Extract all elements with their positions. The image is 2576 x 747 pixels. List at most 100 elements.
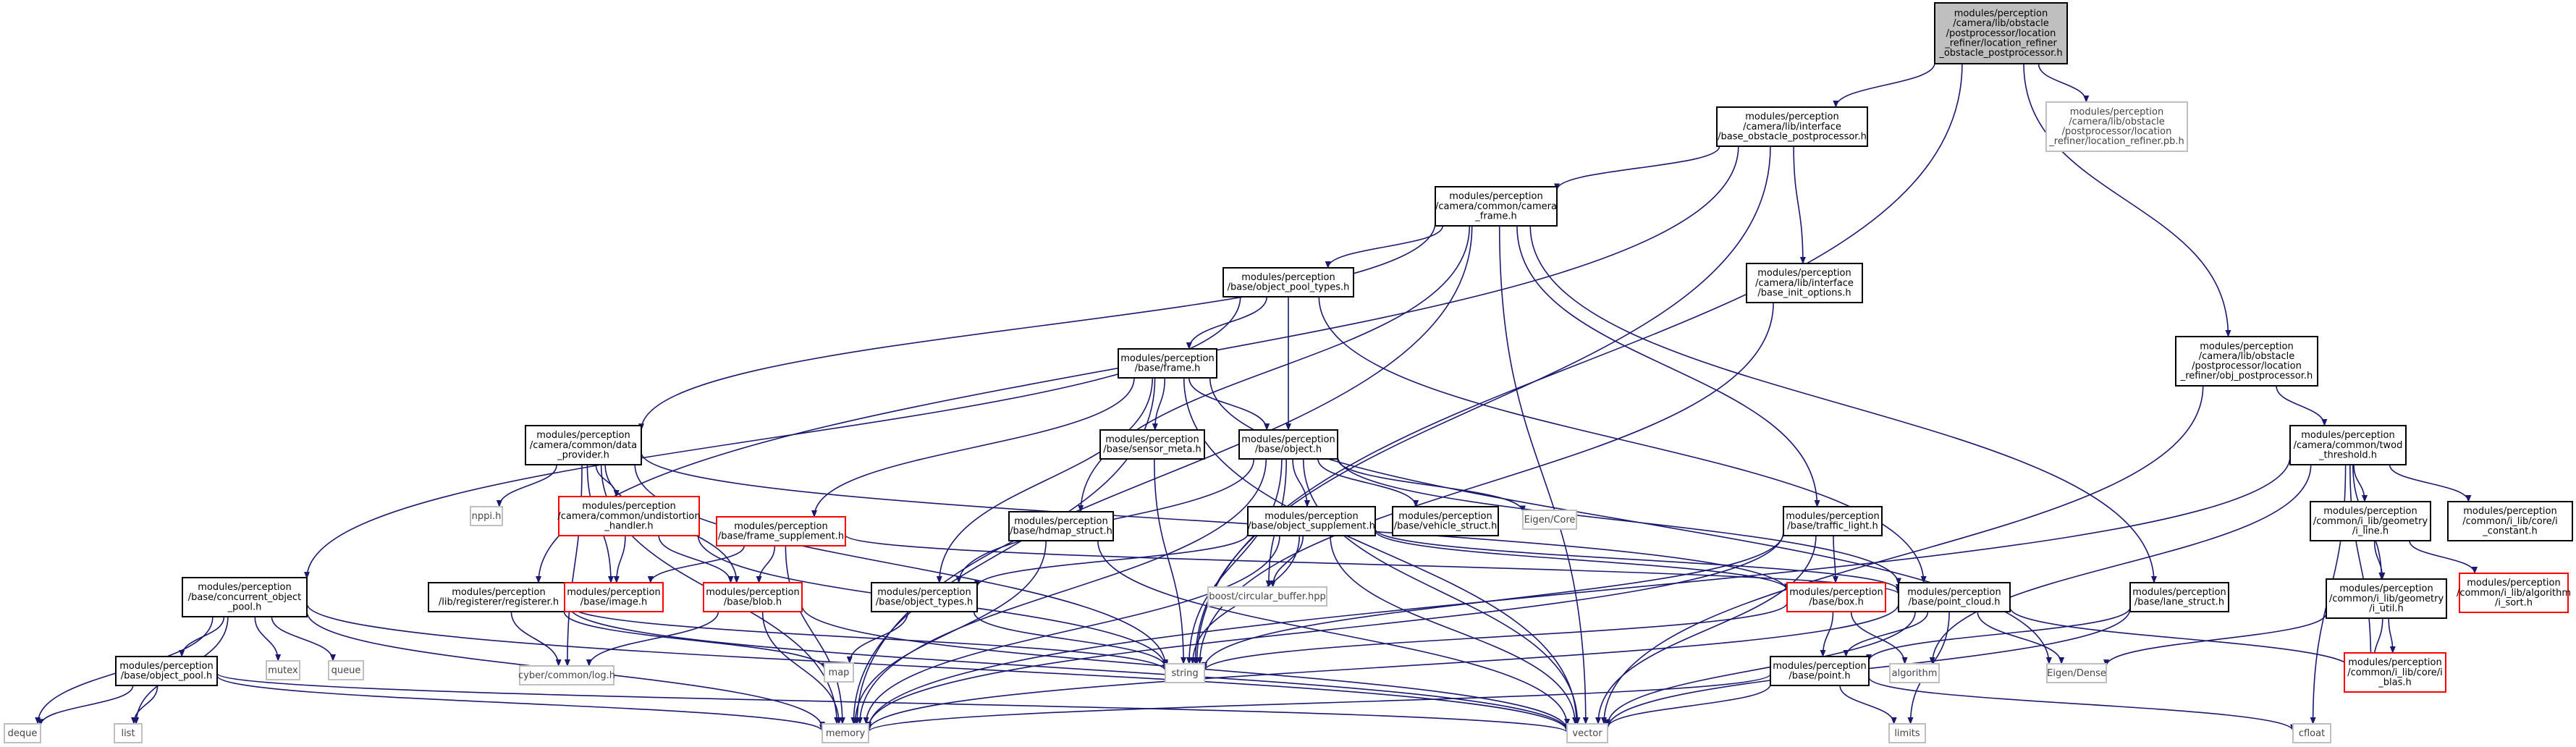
node-label-concurrent_object_pool-line-0: modules/perception (198, 582, 291, 593)
node-base_init_options[interactable]: modules/perception/camera/lib/interface/… (1746, 263, 1863, 303)
edge-camera_frame-to-vector (1498, 225, 1589, 725)
node-label-object_pool_types-line-0: modules/perception (1241, 272, 1335, 283)
node-label-eigen_dense-line-0: Eigen/Dense (2047, 668, 2106, 679)
edge-object_pool_types-to-point_cloud (1318, 296, 1927, 583)
node-twod_threshold[interactable]: modules/perception/camera/common/twod_th… (2289, 425, 2407, 465)
node-box-frame_supplement (716, 516, 846, 546)
edge-base_object-to-memory (856, 458, 1267, 725)
node-box-geometry_i_line (2310, 501, 2431, 541)
node-traffic_light[interactable]: modules/perception/base/traffic_light.h (1783, 506, 1883, 536)
nodes-layer: modules/perception/camera/lib/obstacle/p… (4, 2, 2573, 743)
node-label-traffic_light-line-1: /base/traffic_light.h (1787, 521, 1878, 532)
node-obj_postprocessor[interactable]: modules/perception/camera/lib/obstacle/p… (2175, 336, 2318, 387)
node-base_image[interactable]: modules/perception/base/image.h (564, 582, 664, 612)
node-base_point[interactable]: modules/perception/base/point.h (1770, 656, 1870, 686)
node-eigen_core: Eigen/Core (1522, 510, 1577, 530)
node-label-base_blob-line-1: /base/blob.h (724, 597, 782, 608)
node-label-root-line-4: _obstacle_postprocessor.h (1938, 48, 2062, 59)
node-label-object_pool-line-1: /base/object_pool.h (121, 671, 212, 682)
edge-concurrent_object_pool-to-queue (271, 616, 336, 662)
edge-object_supplement-to-point_cloud (1374, 528, 1901, 591)
node-label-frame_supplement-line-0: modules/perception (734, 521, 827, 532)
node-box-nppi (470, 506, 503, 526)
node-geometry_i_line[interactable]: modules/perception/common/i_lib/geometry… (2310, 501, 2431, 541)
node-box-limits (1888, 723, 1926, 743)
edge-root-to-base_obstacle_postprocessor (1833, 62, 1935, 108)
node-label-i_constant-line-0: modules/perception (2463, 506, 2556, 517)
node-label-location_refiner_pb-line-0: modules/perception (2070, 106, 2163, 117)
node-i_sort[interactable]: modules/perception/common/i_lib/algorith… (2457, 573, 2571, 613)
node-label-limits-line-0: limits (1894, 728, 1920, 739)
node-circular_buffer: boost/circular_buffer.hpp (1207, 586, 1327, 607)
node-box-traffic_light (1783, 506, 1883, 536)
edge-base_box-to-base_point (1820, 611, 1834, 657)
edge-traffic_light-to-vector (1595, 535, 1817, 725)
node-i_util[interactable]: modules/perception/common/i_lib/geometry… (2326, 578, 2447, 619)
node-map: map (824, 662, 854, 683)
node-object_pool_types[interactable]: modules/perception/base/object_pool_type… (1222, 267, 1354, 297)
node-vehicle_struct[interactable]: modules/perception/base/vehicle_struct.h (1392, 506, 1499, 536)
node-label-object_pool_types-line-1: /base/object_pool_types.h (1228, 282, 1350, 293)
edge-base_blob-to-memory (761, 611, 843, 725)
node-box-vehicle_struct (1392, 506, 1499, 536)
edge-obj_postprocessor-to-vector (1601, 385, 2204, 725)
node-label-cyber_log-line-0: cyber/common/log.h (518, 670, 615, 681)
node-frame_supplement[interactable]: modules/perception/base/frame_supplement… (716, 516, 846, 546)
node-base_blob[interactable]: modules/perception/base/blob.h (703, 582, 803, 612)
node-label-data_provider-line-2: _provider.h (557, 450, 609, 460)
node-box-data_provider (525, 425, 642, 465)
node-eigen_dense: Eigen/Dense (2046, 663, 2107, 683)
edge-point_cloud-to-memory (866, 604, 1899, 732)
node-object_pool[interactable]: modules/perception/base/object_pool.h (115, 656, 218, 686)
edge-object_pool_types-to-base_frame (1186, 296, 1267, 350)
edge-registerer-to-string (568, 604, 1168, 672)
node-base_box[interactable]: modules/perception/base/box.h (1786, 582, 1886, 612)
edge-object_types-to-string (973, 611, 1168, 669)
node-hdmap_struct[interactable]: modules/perception/base/hdmap_struct.h (1008, 511, 1114, 541)
edge-frame_supplement-to-base_blob (756, 545, 776, 583)
node-object_supplement[interactable]: modules/perception/base/object_supplemen… (1247, 506, 1376, 536)
node-concurrent_object_pool[interactable]: modules/perception/base/concurrent_objec… (182, 577, 308, 617)
node-box-eigen_core (1522, 510, 1577, 530)
edge-registerer-to-cyber_log (510, 611, 562, 667)
node-box-base_frame (1118, 348, 1217, 379)
node-registerer[interactable]: modules/perception/lib/registerer/regist… (428, 582, 570, 612)
edge-hdmap_struct-to-memory (852, 540, 1047, 725)
edge-object_pool-to-deque (38, 685, 134, 727)
node-box-twod_threshold (2289, 425, 2407, 465)
node-root[interactable]: modules/perception/camera/lib/obstacle/p… (1934, 2, 2068, 64)
node-label-data_provider-line-0: modules/perception (536, 430, 630, 441)
node-label-root-line-0: modules/perception (1954, 9, 2048, 20)
node-lane_struct[interactable]: modules/perception/base/lane_struct.h (2129, 582, 2229, 612)
node-label-geometry_i_line-line-2: /i_line.h (2352, 526, 2389, 536)
node-base_object[interactable]: modules/perception/base/object.h (1238, 429, 1338, 460)
edge-object_supplement-to-memory (863, 535, 1280, 725)
edge-twod_threshold-to-utility (2349, 464, 2374, 664)
edge-traffic_light-to-string (1202, 532, 1784, 670)
node-camera_frame[interactable]: modules/perception/camera/common/camera_… (1435, 186, 1558, 227)
node-label-i_constant-line-1: /common/i_lib/core/i (2462, 516, 2558, 527)
node-string: string (1165, 663, 1205, 683)
node-mutex: mutex (266, 660, 300, 680)
node-label-base_obstacle_postprocessor-line-1: /camera/lib/interface (1743, 122, 1841, 132)
node-label-obj_postprocessor-line-2: /postprocessor/location (2192, 361, 2302, 372)
node-i_constant[interactable]: modules/perception/common/i_lib/core/i_c… (2447, 501, 2573, 541)
node-base_obstacle_postprocessor[interactable]: modules/perception/camera/lib/interface/… (1716, 106, 1868, 147)
node-sensor_meta[interactable]: modules/perception/base/sensor_meta.h (1099, 429, 1205, 460)
node-data_provider[interactable]: modules/perception/camera/common/data_pr… (525, 425, 642, 465)
node-box-base_obstacle_postprocessor (1716, 106, 1868, 147)
node-box-memory (822, 723, 869, 743)
edge-undistortion_handler-to-base_blob (658, 535, 734, 583)
node-box-i_blas (2344, 652, 2446, 693)
node-i_blas[interactable]: modules/perception/common/i_lib/core/i_b… (2344, 652, 2446, 693)
node-base_frame[interactable]: modules/perception/base/frame.h (1118, 348, 1217, 379)
node-label-location_refiner_pb-line-1: /camera/lib/obstacle (2069, 117, 2165, 127)
node-label-i_util-line-2: /i_util.h (2369, 603, 2403, 614)
node-label-traffic_light-line-0: modules/perception (1786, 511, 1879, 522)
node-label-base_point-line-0: modules/perception (1773, 661, 1866, 672)
node-undistortion_handler[interactable]: modules/perception/camera/common/undisto… (557, 496, 701, 536)
edge-lane_struct-to-base_point (1866, 607, 2131, 662)
node-point_cloud[interactable]: modules/perception/base/point_cloud.h (1898, 582, 2011, 612)
node-object_types[interactable]: modules/perception/base/object_types.h (871, 582, 978, 612)
